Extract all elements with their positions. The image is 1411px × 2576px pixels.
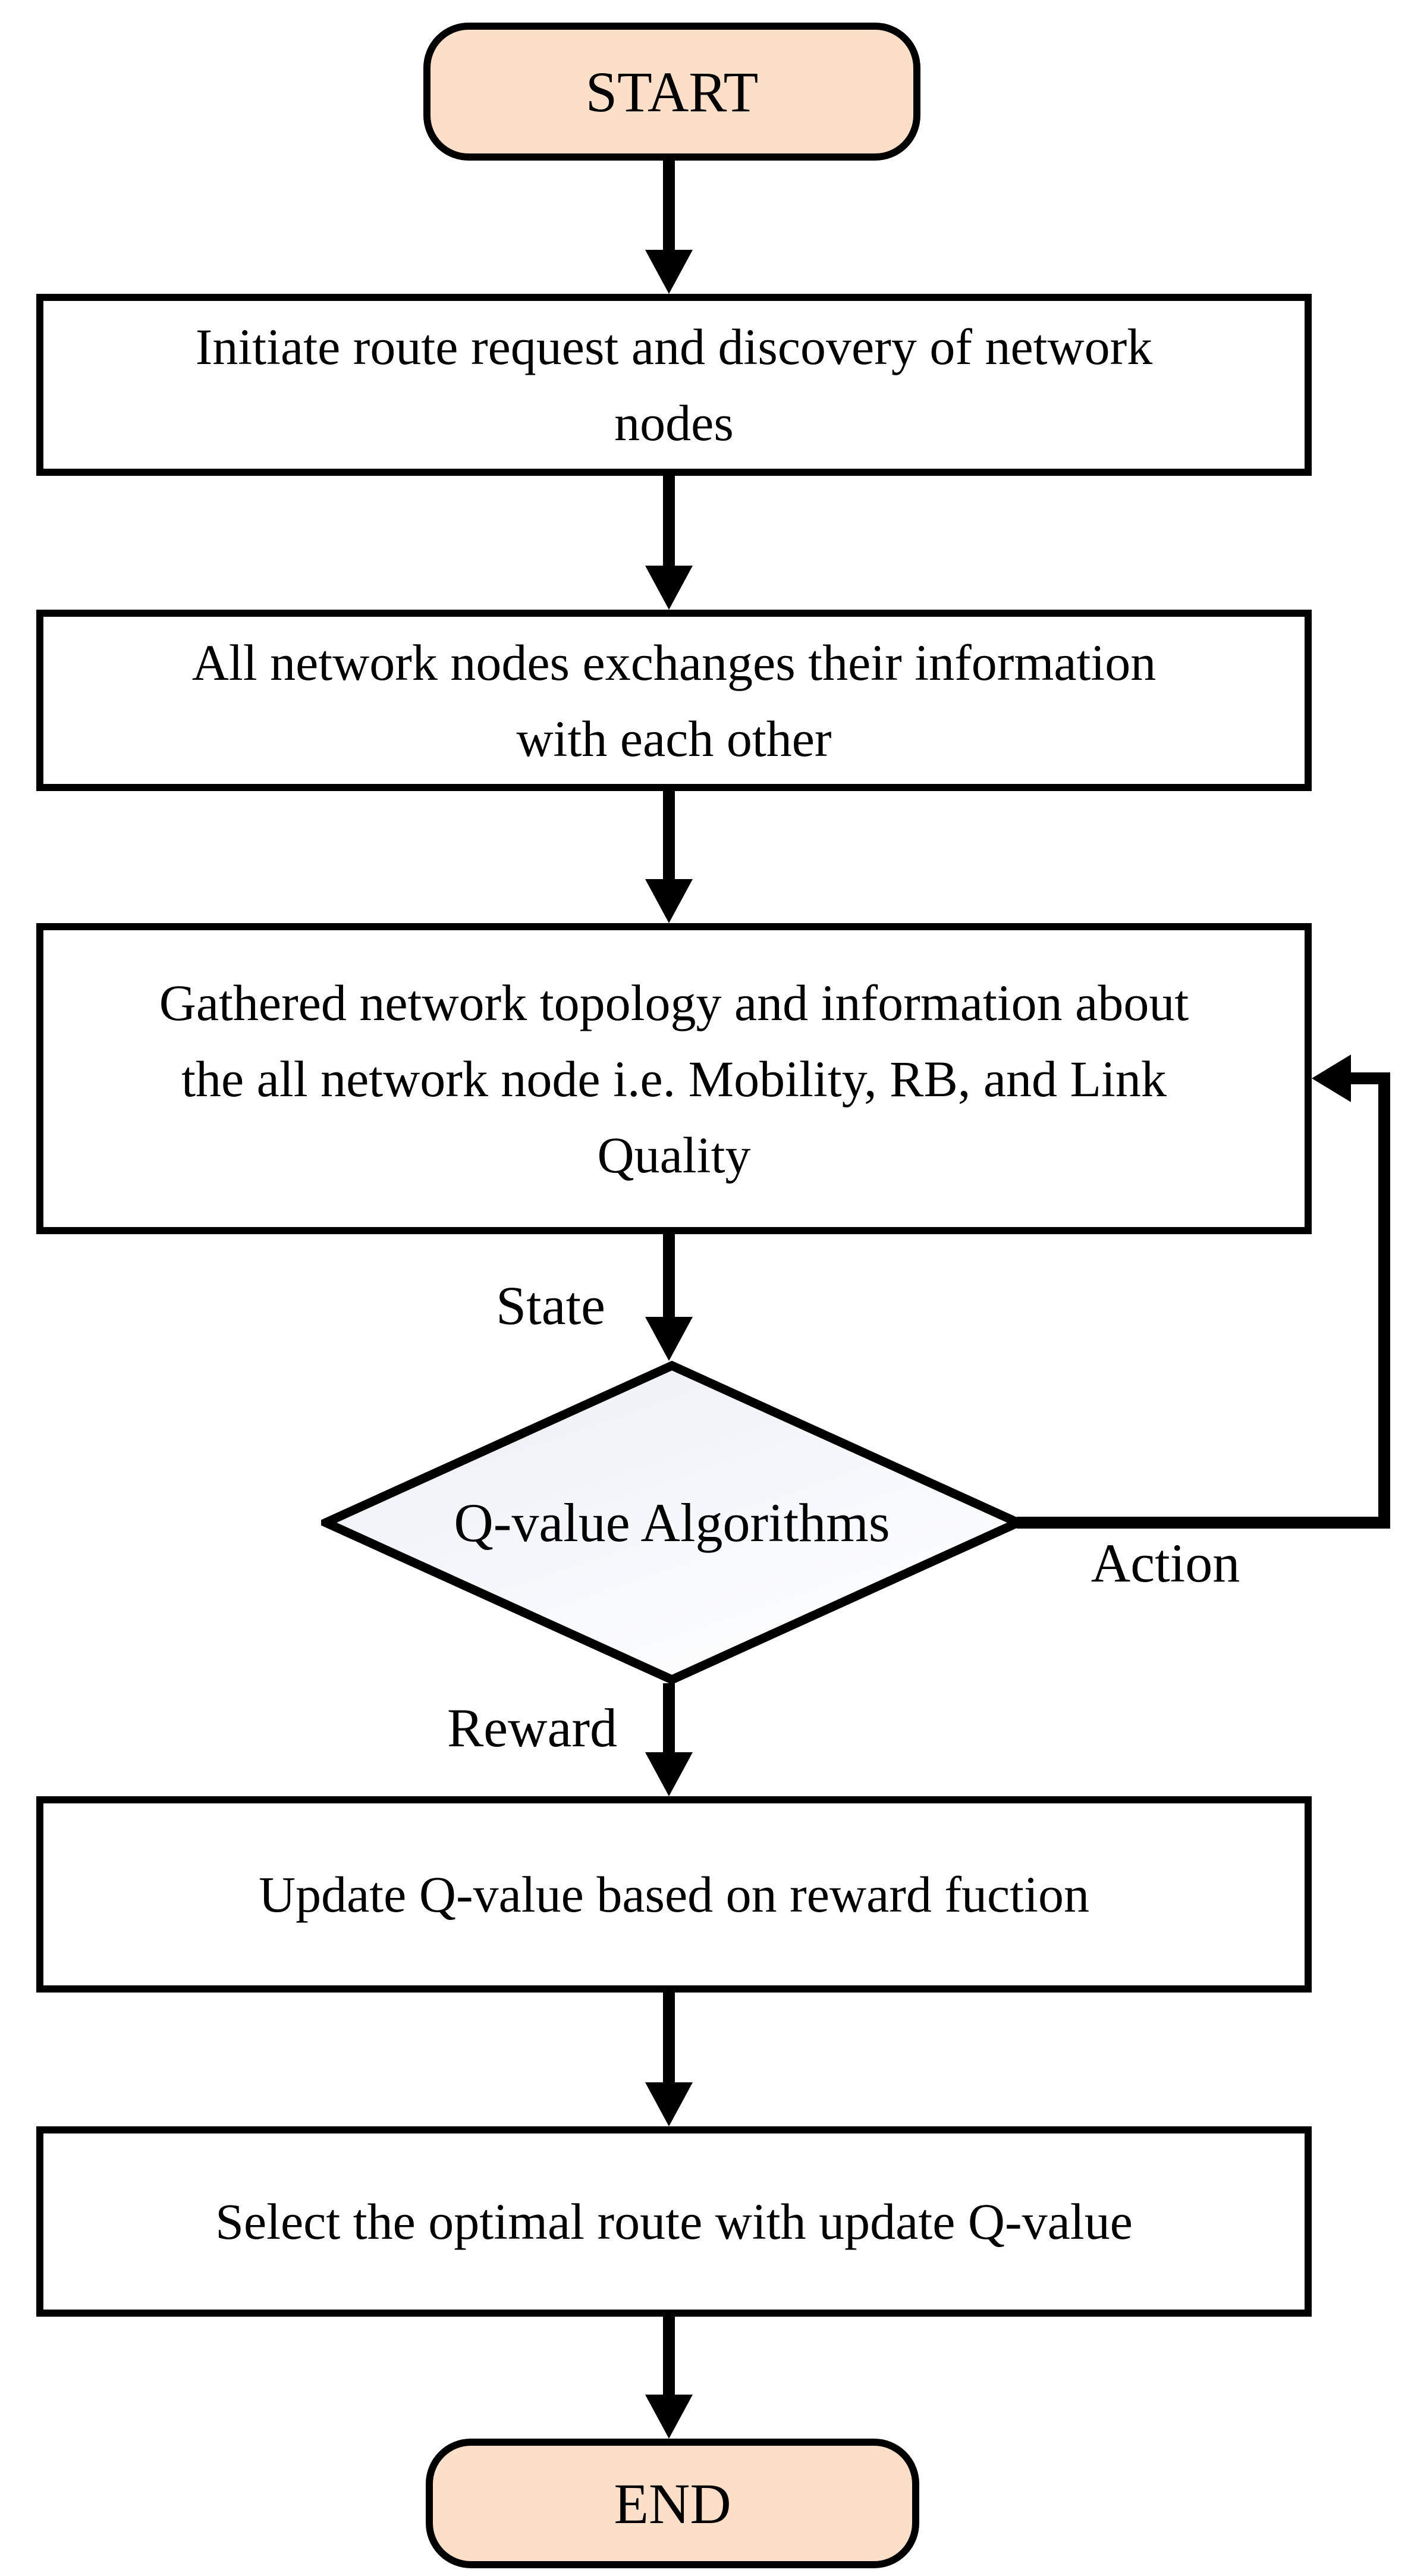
process-line: Update Q-value based on reward fuction [259, 1866, 1089, 1923]
process-line: Quality [597, 1126, 751, 1184]
node-initiate-route: Initiate route request and discovery of … [36, 294, 1312, 476]
arrowhead-down-icon [645, 250, 693, 294]
process-line: All network nodes exchanges their inform… [191, 633, 1157, 691]
node-q-value-decision: Q-value Algorithms [321, 1361, 1023, 1684]
node-select-route: Select the optimal route with update Q-v… [36, 2126, 1312, 2317]
arrow-start-to-initiate [645, 159, 693, 294]
arrow-stem [663, 1233, 675, 1317]
arrow-stem [663, 1683, 675, 1752]
arrow-exchange-to-gather [645, 790, 693, 923]
arrow-stem [663, 475, 675, 566]
arrow-reward [645, 1683, 693, 1796]
arrowhead-down-icon [645, 566, 693, 610]
node-exchange-info: All network nodes exchanges their inform… [36, 610, 1312, 791]
node-start: START [423, 23, 920, 161]
arrowhead-down-icon [645, 1317, 693, 1361]
arrow-stem [663, 1991, 675, 2082]
arrow-update-to-select [645, 1991, 693, 2126]
reward-label: Reward [447, 1698, 618, 1758]
decision-diamond [321, 1361, 1023, 1684]
feedback-line-bottom [1017, 1517, 1390, 1529]
state-label: State [496, 1275, 605, 1336]
decision-label: Q-value Algorithms [454, 1492, 890, 1553]
process-line: Select the optimal route with update Q-v… [215, 2193, 1133, 2250]
arrowhead-down-icon [645, 2395, 693, 2439]
start-label: START [585, 59, 759, 124]
feedback-line-vertical [1378, 1072, 1390, 1529]
arrowhead-left-icon [1312, 1055, 1351, 1102]
process-line: the all network node i.e. Mobility, RB, … [181, 1050, 1167, 1107]
process-line: Gathered network topology and informatio… [159, 974, 1189, 1031]
arrowhead-down-icon [645, 879, 693, 923]
process-line: Initiate route request and discovery of … [195, 318, 1153, 375]
arrow-stem [663, 159, 675, 250]
process-line: with each other [516, 710, 832, 767]
arrow-stem [663, 2315, 675, 2395]
action-label: Action [1091, 1533, 1240, 1593]
feedback-line-top [1347, 1072, 1390, 1084]
arrow-initiate-to-exchange [645, 475, 693, 610]
end-label: END [614, 2471, 731, 2536]
arrow-stem [663, 790, 675, 879]
node-gather-topology: Gathered network topology and informatio… [36, 923, 1312, 1234]
arrowhead-down-icon [645, 1752, 693, 1796]
process-line: nodes [614, 394, 734, 451]
arrowhead-down-icon [645, 2082, 693, 2126]
node-update-q-value: Update Q-value based on reward fuction [36, 1796, 1312, 1993]
arrow-state [645, 1233, 693, 1361]
node-end: END [426, 2439, 919, 2568]
arrow-select-to-end [645, 2315, 693, 2439]
